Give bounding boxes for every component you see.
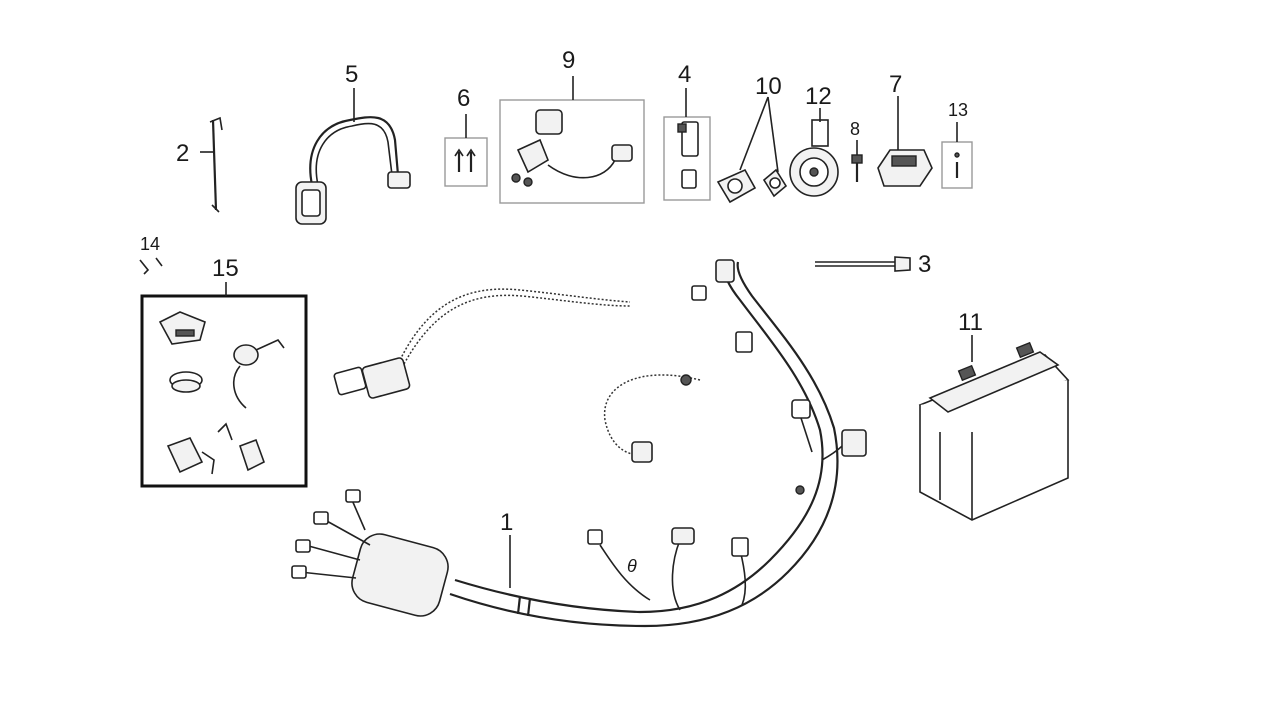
callout-3: 3 bbox=[918, 251, 931, 278]
part-1-wiring-harness bbox=[291, 259, 867, 628]
part-13-fuse-box bbox=[941, 122, 973, 189]
part-8-bolt bbox=[851, 140, 863, 182]
harness-marker: θ bbox=[627, 556, 637, 576]
callout-15: 15 bbox=[212, 255, 239, 282]
part-14-clip bbox=[139, 257, 163, 275]
callout-1: 1 bbox=[500, 509, 513, 536]
callout-11: 11 bbox=[958, 309, 983, 336]
part-5-ignition-coil bbox=[295, 88, 411, 225]
part-6-box bbox=[444, 114, 488, 187]
callout-4: 4 bbox=[678, 61, 691, 88]
callout-8: 8 bbox=[850, 119, 860, 139]
callout-7: 7 bbox=[889, 71, 902, 98]
part-12-horn bbox=[789, 108, 839, 197]
callout-9: 9 bbox=[562, 47, 575, 74]
callout-6: 6 bbox=[457, 85, 470, 112]
part-2-rod bbox=[200, 116, 223, 213]
callout-14: 14 bbox=[140, 234, 160, 254]
part-15-lock-set bbox=[140, 282, 308, 488]
part-7-regulator bbox=[877, 96, 933, 187]
part-4-switch-box bbox=[663, 88, 711, 201]
part-9-sensor-box bbox=[499, 76, 645, 204]
part-3-long-bolt bbox=[815, 256, 911, 272]
callout-5: 5 bbox=[345, 61, 358, 88]
part-11-battery bbox=[918, 335, 1070, 521]
callout-10: 10 bbox=[755, 73, 782, 100]
callout-12: 12 bbox=[805, 83, 832, 110]
callout-13: 13 bbox=[948, 100, 968, 120]
callout-2: 2 bbox=[176, 140, 189, 167]
part-10-relays bbox=[716, 96, 788, 204]
